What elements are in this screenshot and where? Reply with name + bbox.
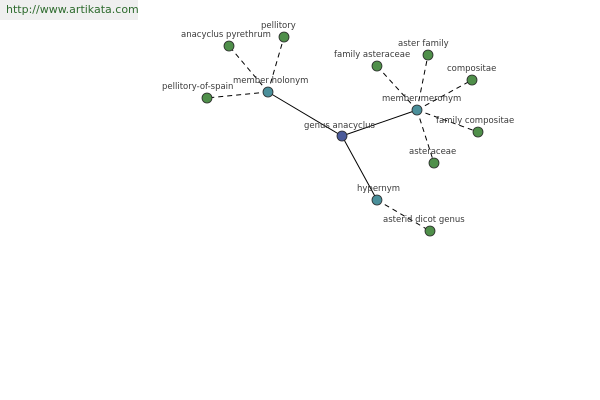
node-dot-family-asteraceae[interactable] — [371, 60, 383, 72]
node-label-member-meronym[interactable]: member meronym — [382, 94, 461, 104]
node-label-hypernym[interactable]: hypernym — [357, 184, 400, 194]
node-dot-hypernym[interactable] — [371, 194, 383, 206]
node-hypernym[interactable]: hypernym — [357, 184, 400, 206]
node-dot-member-meronym[interactable] — [411, 104, 423, 116]
edge-genus-anacyclus-to-member-holonym — [267, 91, 343, 137]
node-dot-genus-anacyclus[interactable] — [336, 130, 348, 142]
node-family-compositae[interactable]: family compositae — [436, 116, 514, 138]
node-label-family-compositae[interactable]: family compositae — [436, 116, 514, 126]
node-dot-family-compositae[interactable] — [472, 126, 484, 138]
node-label-family-asteraceae[interactable]: family asteraceae — [334, 50, 410, 60]
edge-member-meronym-to-compositae — [416, 79, 473, 111]
node-pellitory-of-spain[interactable]: pellitory-of-spain — [162, 82, 233, 104]
node-label-compositae[interactable]: compositae — [447, 64, 496, 74]
edge-member-meronym-to-asteraceae — [416, 109, 435, 164]
node-label-asterid-dicot-genus[interactable]: asterid dicot genus — [383, 215, 465, 225]
node-dot-member-holonym[interactable] — [262, 86, 274, 98]
node-dot-asterid-dicot-genus[interactable] — [424, 225, 436, 237]
node-anacyclus-pyrethrum[interactable]: anacyclus pyrethrum — [181, 30, 271, 52]
node-dot-aster-family[interactable] — [422, 49, 434, 61]
node-asteraceae[interactable]: asteraceae — [409, 147, 456, 169]
node-compositae[interactable]: compositae — [447, 64, 496, 86]
node-dot-compositae[interactable] — [466, 74, 478, 86]
node-dot-asteraceae[interactable] — [428, 157, 440, 169]
node-dot-anacyclus-pyrethrum[interactable] — [223, 40, 235, 52]
nodes-layer: genus anacyclus member holonym member mero… — [162, 21, 514, 237]
edge-hypernym-to-asterid-dicot-genus — [376, 199, 431, 232]
edge-member-meronym-to-family-asteraceae — [376, 65, 418, 111]
node-genus-anacyclus[interactable]: genus anacyclus — [304, 121, 375, 142]
node-member-meronym[interactable]: member meronym — [382, 94, 461, 116]
node-label-member-holonym[interactable]: member holonym — [233, 76, 308, 86]
edge-member-meronym-to-aster-family — [416, 54, 429, 111]
node-family-asteraceae[interactable]: family asteraceae — [334, 50, 410, 72]
node-pellitory[interactable]: pellitory — [261, 21, 296, 43]
edge-genus-anacyclus-to-hypernym — [341, 135, 378, 201]
url-banner[interactable]: http://www.artikata.com — [0, 0, 139, 20]
node-label-asteraceae[interactable]: asteraceae — [409, 147, 456, 157]
node-asterid-dicot-genus[interactable]: asterid dicot genus — [383, 215, 465, 237]
node-aster-family[interactable]: aster family — [398, 39, 449, 61]
edges-layer — [206, 36, 479, 232]
node-dot-pellitory[interactable] — [278, 31, 290, 43]
edge-genus-anacyclus-to-member-meronym — [341, 109, 418, 137]
node-member-holonym[interactable]: member holonym — [233, 76, 308, 98]
edge-member-meronym-to-family-compositae — [416, 109, 479, 133]
node-label-aster-family[interactable]: aster family — [398, 39, 449, 49]
node-label-pellitory-of-spain[interactable]: pellitory-of-spain — [162, 82, 233, 92]
edge-member-holonym-to-pellitory — [267, 36, 285, 93]
edge-member-holonym-to-pellitory-of-spain — [206, 91, 269, 99]
node-label-genus-anacyclus[interactable]: genus anacyclus — [304, 121, 375, 131]
node-label-anacyclus-pyrethrum[interactable]: anacyclus pyrethrum — [181, 30, 271, 40]
node-label-pellitory[interactable]: pellitory — [261, 21, 296, 31]
node-dot-pellitory-of-spain[interactable] — [201, 92, 213, 104]
edge-member-holonym-to-anacyclus-pyrethrum — [228, 45, 269, 93]
